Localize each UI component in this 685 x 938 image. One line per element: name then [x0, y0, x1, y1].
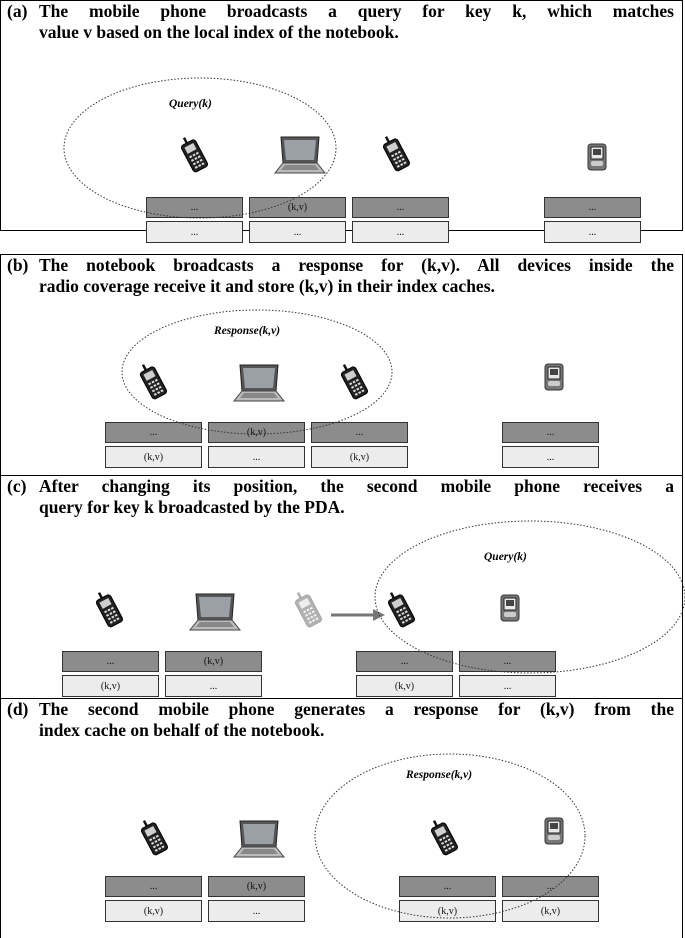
panel-label: (c)	[7, 476, 27, 496]
caption-line-1: The second mobile phone generates a resp…	[39, 699, 674, 719]
pda-icon	[500, 594, 520, 622]
pda-icon	[544, 817, 564, 845]
cache-top-2: (k,v)	[208, 422, 305, 443]
query-message: Query(k)	[169, 98, 212, 110]
cache-bottom-4: ...	[544, 221, 641, 243]
cache-top-1: ...	[62, 651, 159, 672]
cache-bottom-2: ...	[165, 675, 262, 697]
panel-b: (b) The notebook broadcasts a response fo…	[0, 254, 683, 476]
cache-top-2: (k,v)	[165, 651, 262, 672]
phone-ghost-icon	[291, 588, 324, 629]
cache-bottom-4: ...	[459, 675, 556, 697]
cache-bottom-3: ...	[352, 221, 449, 243]
cache-bottom-2: ...	[208, 446, 305, 468]
laptop-icon	[233, 820, 285, 858]
cache-top-1: ...	[146, 197, 243, 218]
cache-bottom-1: (k,v)	[105, 446, 202, 468]
cache-bottom-1: ...	[146, 221, 243, 243]
pda-icon	[544, 363, 564, 391]
panel-label: (d)	[7, 699, 29, 719]
cache-top-3: ...	[352, 197, 449, 218]
cache-top-4: ...	[544, 197, 641, 218]
cache-top-4: ...	[502, 422, 599, 443]
caption-line-2: radio coverage receive it and store (k,v…	[39, 276, 495, 296]
panel-c: (c) After changing its position, the seco…	[0, 475, 683, 699]
panel-label: (a)	[7, 1, 28, 21]
caption-line-2: index cache on behalf of the notebook.	[39, 720, 325, 740]
panel-d: (d) The second mobile phone generates a r…	[0, 698, 683, 938]
cache-top-2: (k,v)	[249, 197, 346, 218]
phone-icon	[427, 816, 460, 857]
pda-icon	[587, 143, 607, 171]
cache-top-1: ...	[105, 876, 202, 897]
phone-icon	[92, 588, 125, 629]
cache-top-4: ...	[459, 651, 556, 672]
laptop-icon	[233, 364, 285, 402]
cache-top-2: (k,v)	[208, 876, 305, 897]
phone-icon	[136, 360, 169, 401]
panel-b-caption: (b) The notebook broadcasts a response fo…	[7, 255, 674, 297]
response-message: Response(k,v)	[406, 769, 473, 781]
cache-top-4: ...	[502, 876, 599, 897]
phone-icon	[177, 133, 210, 174]
panel-c-caption: (c) After changing its position, the seco…	[7, 476, 674, 518]
panel-d-caption: (d) The second mobile phone generates a r…	[7, 699, 674, 741]
phone-icon	[384, 588, 417, 629]
move-arrow-icon	[331, 609, 385, 621]
phone-icon	[137, 816, 170, 857]
cache-bottom-2: ...	[249, 221, 346, 243]
laptop-icon	[189, 593, 241, 631]
caption-line-2: value v based on the local index of the …	[39, 22, 399, 42]
cache-top-3: ...	[311, 422, 408, 443]
panel-a-caption: (a) The mobile phone broadcasts a query f…	[7, 1, 674, 43]
panel-a: (a) The mobile phone broadcasts a query f…	[0, 0, 683, 243]
cache-bottom-1: (k,v)	[62, 675, 159, 697]
phone-icon	[379, 132, 412, 173]
cache-top-3: ...	[399, 876, 496, 897]
cache-bottom-1: (k,v)	[105, 900, 202, 922]
cache-bottom-3: (k,v)	[356, 675, 453, 697]
cache-bottom-4: (k,v)	[502, 900, 599, 922]
panel-label: (b)	[7, 255, 29, 275]
cache-bottom-3: (k,v)	[399, 900, 496, 922]
cache-top-1: ...	[105, 422, 202, 443]
caption-line-1: The mobile phone broadcasts a query for …	[39, 1, 674, 21]
cache-bottom-2: ...	[208, 900, 305, 922]
cache-top-3: ...	[356, 651, 453, 672]
response-message: Response(k,v)	[214, 325, 281, 337]
query-message: Query(k)	[484, 551, 527, 563]
cache-bottom-4: ...	[502, 446, 599, 468]
phone-icon	[337, 360, 370, 401]
caption-line-1: The notebook broadcasts a response for (…	[39, 255, 674, 275]
caption-line-1: After changing its position, the second …	[39, 476, 674, 496]
laptop-icon	[274, 136, 326, 174]
cache-bottom-3: (k,v)	[311, 446, 408, 468]
caption-line-2: query for key k broadcasted by the PDA.	[39, 497, 345, 517]
